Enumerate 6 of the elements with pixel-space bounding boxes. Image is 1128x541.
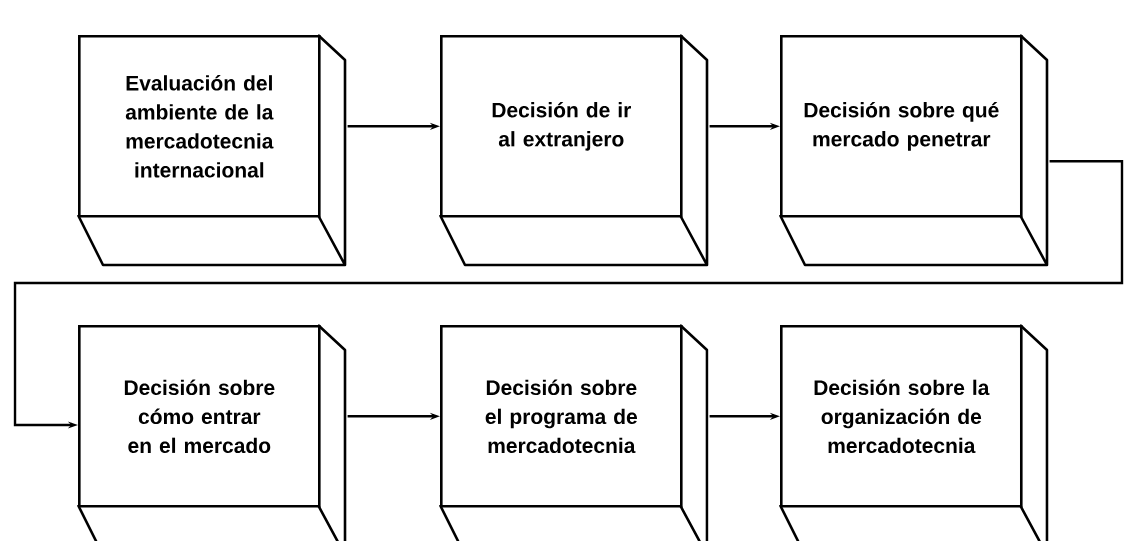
cube-box: Decisión sobre cómo entrar en el mercado (76, 323, 347, 541)
cube-box: Evaluación del ambiente de la mercadotecnia internacional (76, 33, 347, 267)
cube-box: Decisión sobre el programa de mercadotecnia (438, 323, 709, 541)
cube-box: Decisión de ir al extranjero (438, 33, 709, 267)
cube-box: Decisión sobre la organización de mercadotecnia (778, 323, 1049, 541)
cube-box: Decisión sobre qué mercado penetrar (778, 33, 1049, 267)
